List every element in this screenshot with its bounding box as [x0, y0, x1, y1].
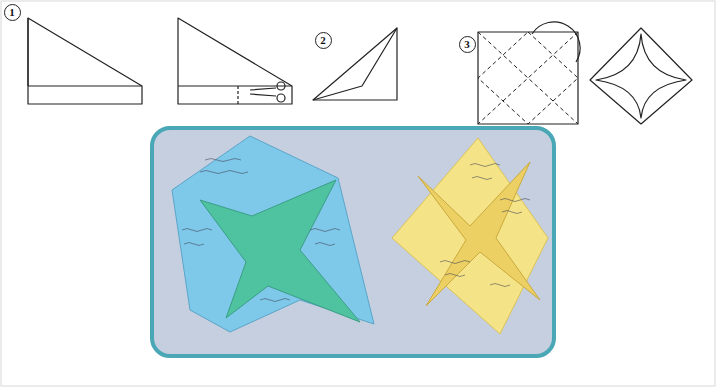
step-number-circle: 3	[459, 36, 476, 53]
callout-number: 2	[320, 35, 326, 46]
callout-number: 3	[464, 39, 470, 50]
step-number-circle: 1	[4, 4, 21, 21]
callout-number: 1	[9, 7, 15, 18]
step-number-circle: 2	[315, 32, 332, 49]
